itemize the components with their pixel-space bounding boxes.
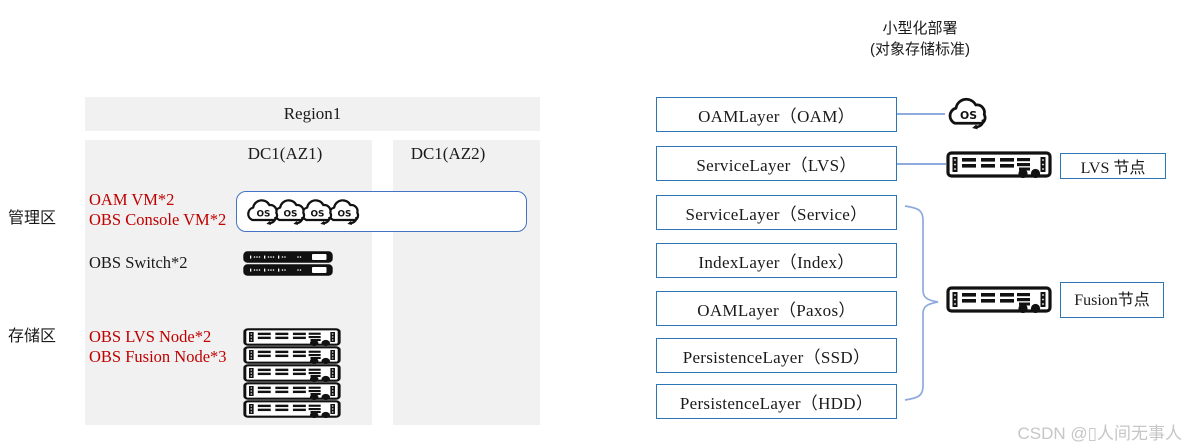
layer-box-lvs: ServiceLayer（LVS） xyxy=(656,146,897,181)
layer-box-index: IndexLayer（Index） xyxy=(656,243,897,278)
layer-box-paxos: OAMLayer（Paxos） xyxy=(656,291,897,326)
layer-box-service: ServiceLayer（Service） xyxy=(656,195,897,230)
dc1-az2-label: DC1(AZ2) xyxy=(410,144,486,163)
server-icon xyxy=(243,364,341,382)
server-icon xyxy=(243,328,341,346)
server-icon xyxy=(243,382,341,400)
label-oam-vm: OAM VM*2 xyxy=(89,190,175,209)
connector-oam-cloud xyxy=(897,113,945,115)
fusion-node-label: Fusion节点 xyxy=(1074,291,1150,309)
connector-lvs-server xyxy=(897,163,946,165)
os-cloud-icon xyxy=(243,197,283,227)
lvs-node-label: LVS 节点 xyxy=(1080,160,1146,177)
dc1-az1-label: DC1(AZ1) xyxy=(247,144,323,163)
switch-icon xyxy=(243,264,333,276)
zone-label-storage: 存储区 xyxy=(8,328,57,345)
deployment-title-line1: 小型化部署 xyxy=(882,20,958,37)
fusion-node-box: Fusion节点 xyxy=(1060,282,1164,318)
label-obs-console-vm: OBS Console VM*2 xyxy=(89,210,227,229)
watermark: CSDN @▯人间无事人 xyxy=(1017,424,1182,443)
label-obs-switch: OBS Switch*2 xyxy=(89,253,188,272)
brace-bracket xyxy=(904,205,939,401)
deployment-title: 小型化部署 (对象存储标准) xyxy=(810,18,1030,60)
region-title: Region1 xyxy=(283,104,342,123)
layer-box-hdd: PersistenceLayer（HDD） xyxy=(656,384,897,419)
server-icon xyxy=(243,346,341,364)
label-obs-fusion-node: OBS Fusion Node*3 xyxy=(89,347,227,366)
server-icon-lvs xyxy=(946,151,1052,178)
lvs-node-box: LVS 节点 xyxy=(1060,153,1166,179)
az2-column xyxy=(393,140,540,425)
region-box: Region1 xyxy=(85,97,540,131)
server-icon xyxy=(243,400,341,418)
switch-icon xyxy=(243,251,333,263)
zone-label-management: 管理区 xyxy=(8,210,57,227)
label-obs-lvs-node: OBS LVS Node*2 xyxy=(89,327,212,346)
os-cloud-icon xyxy=(944,95,992,132)
server-icon-fusion xyxy=(946,286,1052,313)
layer-box-ssd: PersistenceLayer（SSD） xyxy=(656,338,897,373)
deployment-title-line2: (对象存储标准) xyxy=(870,41,970,58)
layer-box-oam: OAMLayer（OAM） xyxy=(656,97,897,132)
